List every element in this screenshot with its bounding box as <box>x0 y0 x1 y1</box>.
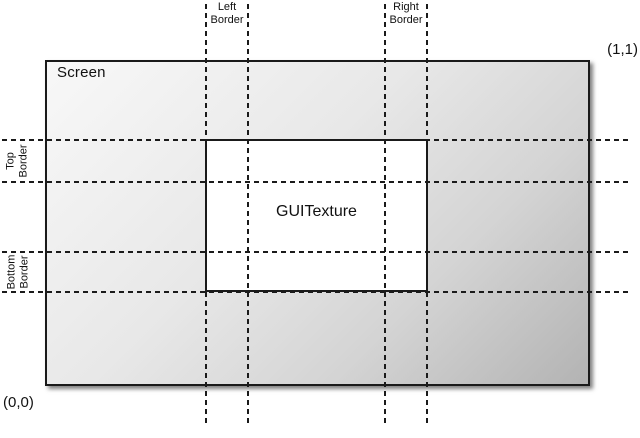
top-border-outer-line <box>2 139 630 141</box>
top-border-label-line1: Top <box>5 152 17 170</box>
top-border-label-text: Top Border <box>5 144 31 177</box>
guitexture-label: GUITexture <box>276 202 357 220</box>
bottom-border-label-line1: Bottom <box>5 254 18 290</box>
left-border-label-line2: Border <box>210 14 244 26</box>
top-border-label: Top Border <box>1 140 35 182</box>
right-border-label: Right Border <box>383 1 429 27</box>
right-border-label-line2: Border <box>389 14 423 26</box>
guitexture-rect: GUITexture <box>205 139 428 292</box>
top-border-inner-line <box>2 181 630 183</box>
bottom-border-label: Bottom Border <box>1 251 35 293</box>
coord-top-right: (1,1) <box>607 41 638 58</box>
right-border-label-line1: Right <box>393 1 419 13</box>
screen-label: Screen <box>57 64 106 81</box>
top-border-label-line2: Border <box>18 144 30 178</box>
left-border-outer-line <box>205 4 207 423</box>
left-border-label: Left Border <box>204 1 250 27</box>
right-border-outer-line <box>426 4 428 423</box>
left-border-inner-line <box>247 4 249 423</box>
coord-bottom-left: (0,0) <box>3 394 34 411</box>
bottom-border-inner-line <box>2 251 630 253</box>
bottom-border-label-line2: Border <box>18 255 31 289</box>
bottom-border-label-text: Bottom Border <box>5 255 31 290</box>
bottom-border-outer-line <box>2 291 630 293</box>
right-border-inner-line <box>384 4 386 423</box>
left-border-label-line1: Left <box>217 1 237 13</box>
